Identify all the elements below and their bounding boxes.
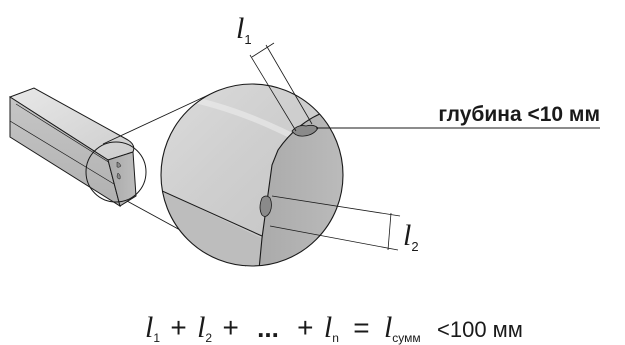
label-l2: l2: [403, 219, 419, 254]
dimension-l2: [269, 195, 401, 251]
depth-label: глубина <10 мм: [438, 103, 600, 126]
label-l1: l1: [236, 12, 252, 47]
formula: l1 + l2 + ... + ln = lсумм <100 мм: [145, 311, 523, 345]
magnified-view: [160, 83, 344, 267]
curb-stone-small: [8, 87, 137, 208]
chip-defect-lower: [259, 195, 272, 217]
dimension-l1: [249, 42, 313, 132]
connector-line-top: [102, 90, 218, 145]
loupe-small-circle: [85, 141, 147, 203]
